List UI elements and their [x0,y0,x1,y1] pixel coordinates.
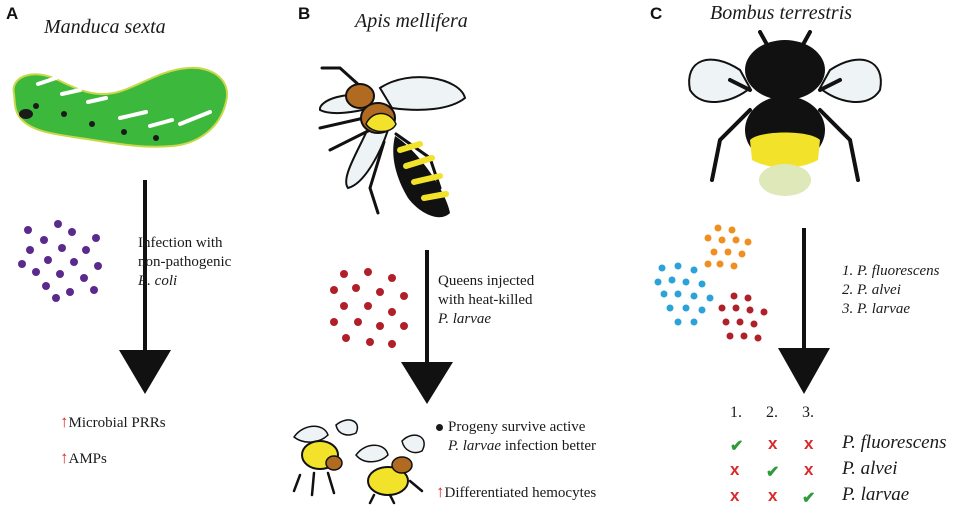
check-icon: ✔ [730,438,744,455]
panel-c-letter: C [650,4,663,23]
panel-b-desc-organism: P. larvae [438,311,492,327]
up-arrow-icon: ↑ [60,448,69,467]
x-icon: x [730,486,740,505]
progeny-bees-illustration [292,419,425,505]
x-icon: x [768,434,778,453]
panel-b-result-hemocytes: ↑Differentiated hemocytes [436,482,597,501]
up-arrow-icon: ↑ [436,482,445,501]
panel-a-desc-line2: non-pathogenic [138,254,232,270]
plarvae-dots [330,268,408,348]
panel-b-description: Queens injected with heat-killed P. larv… [438,272,534,329]
arrow-down-b [401,250,453,404]
legend-item-3: 3. P. larvae [842,301,911,317]
alvei-dots [704,224,752,270]
arrow-down-c [778,228,830,394]
x-icon: x [768,486,778,505]
panel-a-species: Manduca sexta [44,16,166,38]
legend-item-1: 1. P. fluorescens [842,263,940,279]
check-icon: ✔ [766,464,780,481]
grid-row-name-2: P. alvei [842,458,898,479]
x-icon: x [730,460,740,479]
grid-row-name-3: P. larvae [842,484,910,505]
caterpillar-illustration [12,66,229,148]
legend-item-2: 2. P. alvei [842,282,901,298]
arrow-down-a [119,180,171,394]
larvae-dots-c [718,292,768,342]
fluorescens-dots [654,262,714,326]
grid-column-2: 2. [766,404,778,421]
panel-c-species: Bombus terrestris [710,2,853,24]
x-icon: x [804,460,814,479]
panel-b-outcome-line2: P. larvae infection better [448,438,597,454]
panel-a-desc-line1: Infection with [138,235,223,251]
panel-c-legend: 1. P. fluorescens 2. P. alvei 3. P. larv… [842,262,940,319]
panel-b-outcome: Progeny survive active P. larvae infecti… [436,418,596,456]
bumblebee-illustration [688,30,882,196]
panel-a-description: Infection with non-pathogenic E. coli [138,234,231,291]
ecoli-dots [18,220,102,302]
x-icon: x [804,434,814,453]
up-arrow-icon: ↑ [60,412,69,431]
panel-b-outcome-line1: Progeny survive active [436,418,596,437]
panel-b-desc-line1: Queens injected [438,273,535,289]
grid-row-name-1: P. fluorescens [842,432,947,453]
panel-b-species: Apis mellifera [355,10,468,32]
panel-a-result-prrs: ↑Microbial PRRs [60,412,166,431]
check-icon: ✔ [802,490,816,507]
grid-column-1: 1. [730,404,742,421]
grid-column-3: 3. [802,404,814,421]
panel-b-letter: B [298,4,311,23]
panel-a-result-amps: ↑AMPs [60,448,107,467]
bullet-icon [436,424,443,432]
panel-a-letter: A [6,4,19,23]
panel-a-desc-organism: E. coli [138,273,178,289]
panel-b-desc-line2: with heat-killed [438,292,533,308]
honeybee-illustration [318,66,467,218]
